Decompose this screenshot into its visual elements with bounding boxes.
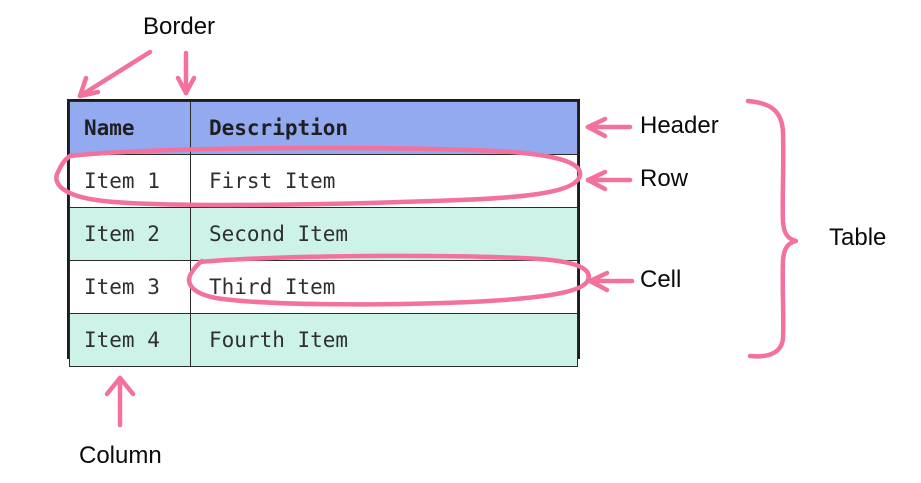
column-header-name: Name xyxy=(69,101,191,155)
annotation-label-row: Row xyxy=(640,165,689,192)
cell-name: Item 4 xyxy=(69,313,191,367)
cell-description: Third Item xyxy=(190,260,578,314)
table-header: Name Description xyxy=(69,101,578,155)
table-row: Item 3 Third Item xyxy=(69,260,578,314)
column-header-description: Description xyxy=(190,101,578,155)
table-row: Item 2 Second Item xyxy=(69,207,578,261)
cell-name: Item 1 xyxy=(69,154,191,208)
cell-name: Item 3 xyxy=(69,260,191,314)
annotation-label-table: Table xyxy=(829,224,887,251)
table-row: Item 4 Fourth Item xyxy=(69,313,578,367)
column-arrow-icon xyxy=(104,375,136,428)
cell-description: Second Item xyxy=(190,207,578,261)
border-arrow-diagonal-icon xyxy=(77,49,153,99)
header-row: Name Description xyxy=(69,101,578,155)
border-arrow-vertical-icon xyxy=(175,50,197,96)
annotation-label-cell: Cell xyxy=(640,266,682,293)
cell-name: Item 2 xyxy=(69,207,191,261)
table-body: Item 1 First Item Item 2 Second Item Ite… xyxy=(69,154,578,367)
cell-description: Fourth Item xyxy=(190,313,578,367)
annotation-label-column: Column xyxy=(79,442,162,469)
cell-arrow-icon xyxy=(587,270,635,293)
annotation-label-border: Border xyxy=(143,13,216,40)
cell-description: First Item xyxy=(190,154,578,208)
annotation-label-header: Header xyxy=(640,112,719,139)
row-arrow-icon xyxy=(585,169,633,192)
header-arrow-icon xyxy=(585,116,633,139)
demo-table-container: Name Description Item 1 First Item Item … xyxy=(67,99,580,367)
demo-table: Name Description Item 1 First Item Item … xyxy=(69,101,578,367)
table-curly-brace-icon xyxy=(745,98,799,359)
table-row: Item 1 First Item xyxy=(69,154,578,208)
